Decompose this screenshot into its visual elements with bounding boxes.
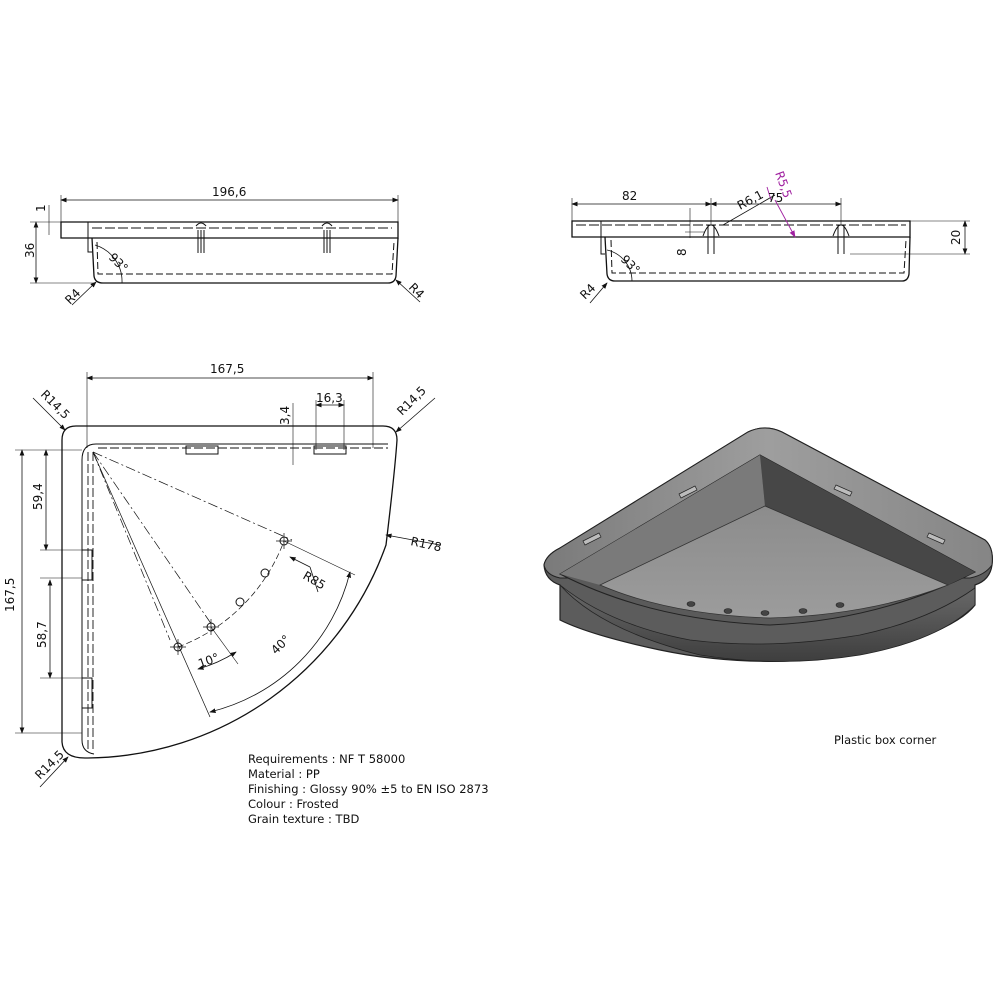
dim-top-width: 167,5 <box>210 362 244 376</box>
dim-radius-top-left: R14,5 <box>38 387 73 422</box>
front-view-labels: 196,6 36 1 93° R4 R4 <box>23 185 427 307</box>
dim-slot-offset: 3,4 <box>278 406 292 425</box>
render-3d <box>543 427 993 662</box>
specification-notes: Requirements : NF T 58000 Material : PP … <box>248 752 489 827</box>
dim-top-height: 167,5 <box>3 578 17 612</box>
dim-radius-left: R4 <box>62 286 83 307</box>
dim-arc-radius: R178 <box>409 534 442 554</box>
dim-width: 196,6 <box>212 185 246 199</box>
dim-side-spacing-2: 58,7 <box>35 621 49 648</box>
dim-flange: 1 <box>34 204 48 212</box>
top-view <box>15 372 441 788</box>
note-grain-texture: Grain texture : TBD <box>248 812 360 826</box>
dim-angle-small: 10° <box>196 650 221 670</box>
dim-hole-radius: R85 <box>301 568 328 592</box>
note-material: Material : PP <box>248 767 320 781</box>
dim-slot-spacing: 75 <box>768 191 783 205</box>
drawing-title: Plastic box corner <box>834 733 937 747</box>
dim-slot-depth: 8 <box>675 248 689 256</box>
dim-height: 36 <box>23 243 37 258</box>
side-view-labels: 82 75 R6,1 R5,5 8 20 93° R4 <box>577 169 963 302</box>
dim-side-height: 20 <box>949 230 963 245</box>
dim-slot-width: 16,3 <box>316 391 343 405</box>
dim-side-spacing-1: 59,4 <box>31 483 45 510</box>
note-requirements: Requirements : NF T 58000 <box>248 752 406 766</box>
dim-angle: 93° <box>106 250 131 275</box>
dim-side-radius: R4 <box>577 281 598 302</box>
note-colour: Colour : Frosted <box>248 797 339 811</box>
dim-radius-right: R4 <box>406 280 427 301</box>
front-view <box>30 195 421 306</box>
dim-radius-top-right: R14,5 <box>394 383 429 418</box>
top-view-labels: 167,5 167,5 R14,5 R14,5 R14,5 16,3 3,4 R… <box>3 362 443 782</box>
dim-angle-large: 40° <box>268 632 293 657</box>
dim-length: 82 <box>622 189 637 203</box>
note-finishing: Finishing : Glossy 90% ±5 to EN ISO 2873 <box>248 782 489 796</box>
side-view <box>571 186 970 304</box>
